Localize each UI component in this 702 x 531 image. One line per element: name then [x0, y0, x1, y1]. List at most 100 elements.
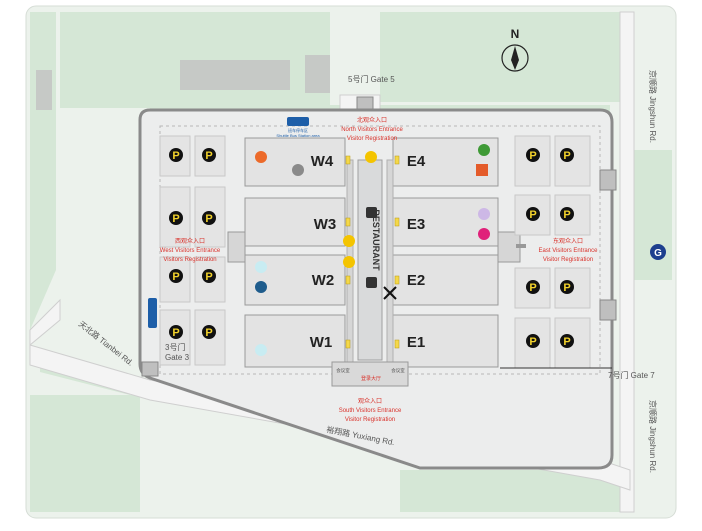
- parking-icon: P: [560, 148, 574, 162]
- svg-text:East Visitors Entrance: East Visitors Entrance: [539, 248, 599, 254]
- lobby-label: 登录大厅: [361, 375, 381, 382]
- booth-markers: [255, 144, 490, 356]
- shuttle-sub-label: Shuttle Bus Station area: [276, 133, 320, 138]
- svg-text:P: P: [563, 150, 570, 162]
- svg-text:P: P: [529, 209, 536, 221]
- svg-text:P: P: [563, 282, 570, 294]
- hall-w1: [244, 314, 346, 368]
- meeting-room-right: 会议室: [391, 367, 405, 374]
- marker-yellow: [365, 151, 377, 163]
- gate5-label: 5号门 Gate 5: [348, 74, 395, 84]
- shuttle-bus-west: [148, 298, 157, 328]
- hall-w3: [244, 197, 346, 247]
- restaurant-icon: [366, 207, 377, 288]
- east-entrance-label: 东观众入口 East Visitors Entrance Visitor Reg…: [539, 237, 599, 263]
- hall-e1: [392, 314, 499, 368]
- shuttle-label: 班车停车区: [288, 127, 308, 133]
- svg-text:西观众入口: 西观众入口: [175, 238, 205, 245]
- svg-text:Visitor Registration: Visitor Registration: [543, 257, 593, 263]
- tools-icon: [383, 286, 397, 300]
- road-jingshun-bottom: 京顺路 Jingshun Rd.: [648, 400, 658, 473]
- svg-text:P: P: [172, 213, 179, 225]
- gate7-label: 7号门 Gate 7: [608, 370, 655, 380]
- marker-red-square: [476, 164, 488, 176]
- gate-markers: [141, 96, 617, 377]
- marker-grey: [292, 164, 304, 176]
- marker-green: [478, 144, 490, 156]
- parking-icon: P: [526, 334, 540, 348]
- parking-icon: P: [526, 207, 540, 221]
- hall-e2: [392, 254, 499, 306]
- parking-icon: P: [169, 148, 183, 162]
- shuttle-bus-north: [287, 117, 309, 126]
- hall-label-e1: E1: [407, 334, 425, 351]
- svg-text:Visitor Registration: Visitor Registration: [345, 417, 395, 423]
- svg-text:观众入口: 观众入口: [358, 398, 382, 405]
- svg-text:P: P: [205, 213, 212, 225]
- parking-icon: P: [202, 269, 216, 283]
- parking-icon: P: [526, 148, 540, 162]
- marker-lavender: [478, 208, 490, 220]
- meeting-room-left: 会议室: [336, 367, 350, 374]
- west-entrance-label: 西观众入口 West Visitors Entrance Visitors Re…: [160, 238, 221, 263]
- marker-lightblue: [255, 344, 267, 356]
- north-entrance-label: 北观众入口 North Visitors Entrance Visitor Re…: [341, 116, 403, 142]
- marker-navy: [255, 281, 267, 293]
- parking-icon: P: [560, 207, 574, 221]
- parking-icon: P: [202, 211, 216, 225]
- west-connector: [227, 231, 246, 263]
- svg-text:P: P: [563, 336, 570, 348]
- svg-text:South Visitors Entrance: South Visitors Entrance: [339, 408, 402, 414]
- svg-text:P: P: [172, 327, 179, 339]
- compass-icon: N: [501, 27, 529, 72]
- svg-text:P: P: [205, 150, 212, 162]
- svg-text:West Visitors Entrance: West Visitors Entrance: [160, 248, 221, 254]
- hall-label-w1: W1: [310, 334, 333, 351]
- restaurant-label: RESTAURANT: [371, 209, 381, 271]
- svg-text:P: P: [529, 336, 536, 348]
- central-corridor: [357, 159, 383, 361]
- marker-yellow: [343, 256, 355, 268]
- hall-label-e3: E3: [407, 216, 425, 233]
- svg-text:P: P: [205, 327, 212, 339]
- svg-text:Visitors Registration: Visitors Registration: [163, 257, 216, 263]
- svg-text:P: P: [205, 271, 212, 283]
- door-markers: [345, 155, 400, 349]
- parking-icons: P P P P P P P P P P P P P P P P: [169, 148, 574, 348]
- svg-text:北观众入口: 北观众入口: [357, 116, 387, 124]
- svg-text:P: P: [563, 209, 570, 221]
- hall-label-w3: W3: [314, 216, 337, 233]
- svg-text:P: P: [529, 282, 536, 294]
- parking-icon: P: [169, 269, 183, 283]
- svg-text:North Visitors Entrance: North Visitors Entrance: [341, 127, 403, 133]
- parking-icon: P: [202, 148, 216, 162]
- gate3-label-en: Gate 3: [165, 353, 190, 362]
- svg-text:东观众入口: 东观众入口: [553, 237, 583, 245]
- compass-label: N: [511, 27, 520, 41]
- parking-icon: P: [560, 334, 574, 348]
- marker-lightblue: [255, 261, 267, 273]
- svg-text:Visitor Registration: Visitor Registration: [347, 136, 397, 142]
- hall-label-e2: E2: [407, 272, 425, 289]
- svg-text:P: P: [172, 150, 179, 162]
- marker-magenta: [478, 228, 490, 240]
- gate3-label-cn: 3号门: [165, 342, 185, 352]
- svg-text:P: P: [529, 150, 536, 162]
- parking-icon: P: [202, 325, 216, 339]
- hall-label-w4: W4: [311, 153, 334, 170]
- parking-icon: P: [169, 325, 183, 339]
- south-entrance-label: 观众入口 South Visitors Entrance Visitor Reg…: [339, 398, 402, 423]
- road-jingshun-top: 京顺路 Jingshun Rd.: [648, 70, 658, 143]
- south-lobby: [331, 361, 409, 387]
- marker-yellow: [343, 235, 355, 247]
- hall-label-w2: W2: [312, 272, 335, 289]
- svg-text:P: P: [172, 271, 179, 283]
- parking-icon: P: [560, 280, 574, 294]
- marker-orange: [255, 151, 267, 163]
- north-buildings: [36, 55, 330, 110]
- subway-icon: G: [650, 244, 666, 260]
- hall-label-e4: E4: [407, 153, 426, 170]
- parking-icon: P: [169, 211, 183, 225]
- parking-icon: P: [526, 280, 540, 294]
